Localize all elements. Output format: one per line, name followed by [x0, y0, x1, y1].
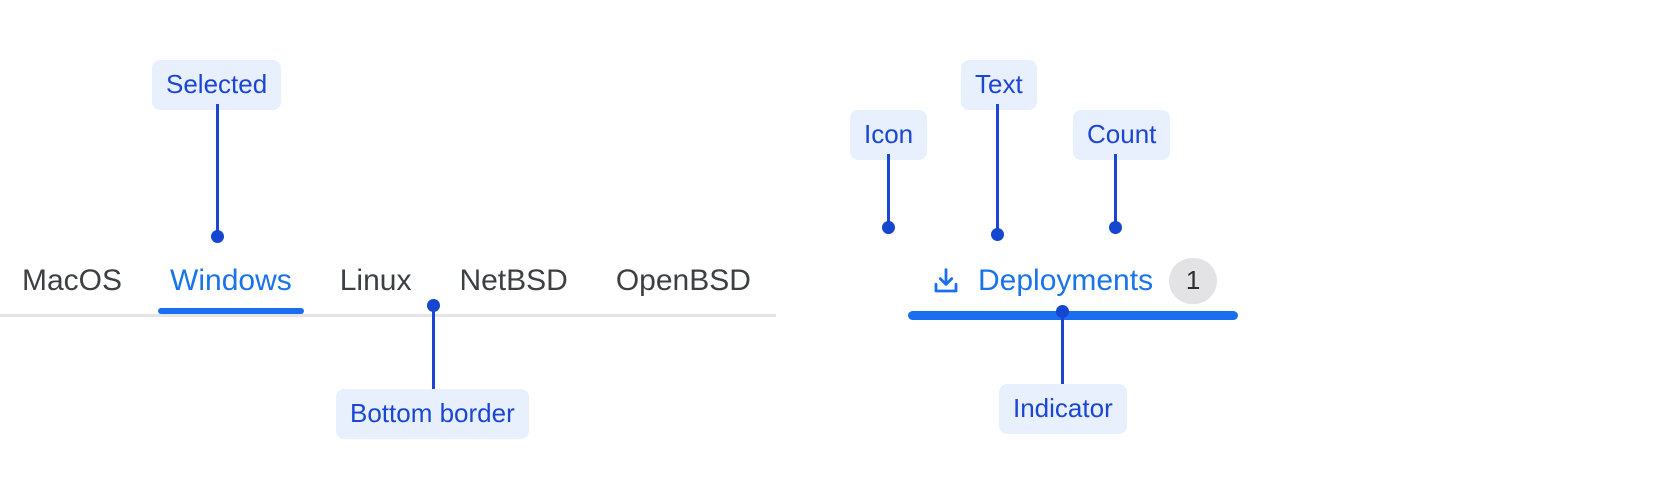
leader-dot-icon — [882, 221, 895, 234]
deployments-count-badge: 1 — [1169, 258, 1218, 304]
tab-strip-os: MacOS Windows Linux NetBSD OpenBSD — [0, 248, 776, 318]
tab-deployments-indicator — [908, 311, 1238, 320]
callout-bottom-border: Bottom border — [336, 389, 529, 439]
callout-count: Count — [1073, 110, 1171, 160]
callout-selected: Selected — [152, 60, 282, 110]
tab-netbsd-label: NetBSD — [459, 264, 568, 297]
tab-openbsd-label: OpenBSD — [615, 264, 751, 297]
tab-list-os: MacOS Windows Linux NetBSD OpenBSD — [0, 248, 775, 314]
leader-dot-count — [1109, 221, 1122, 234]
leader-line-count — [1114, 154, 1117, 234]
leader-line-icon — [887, 154, 890, 234]
tab-linux[interactable]: Linux — [316, 248, 436, 314]
callout-indicator: Indicator — [999, 384, 1127, 434]
leader-line-indicator — [1061, 311, 1064, 385]
download-icon — [934, 268, 958, 293]
tab-openbsd[interactable]: OpenBSD — [592, 248, 775, 314]
tab-windows-active-underline — [158, 308, 304, 314]
tab-macos[interactable]: MacOS — [0, 248, 146, 314]
tab-deployments[interactable]: Deployments 1 — [908, 248, 1238, 314]
tab-strip-bottom-border — [0, 314, 776, 317]
leader-dot-selected — [211, 230, 224, 243]
callout-text: Text — [961, 60, 1037, 110]
tab-windows[interactable]: Windows — [146, 248, 316, 314]
tab-macos-label: MacOS — [22, 264, 123, 297]
tab-netbsd[interactable]: NetBSD — [435, 248, 591, 314]
callout-icon: Icon — [850, 110, 928, 160]
leader-line-text — [996, 104, 999, 236]
tab-deployments-label: Deployments — [978, 264, 1154, 297]
leader-dot-text — [991, 228, 1004, 241]
leader-line-selected — [216, 104, 219, 236]
tab-windows-label: Windows — [170, 264, 292, 297]
tab-linux-label: Linux — [339, 264, 412, 297]
leader-line-bottom-border — [432, 305, 435, 391]
